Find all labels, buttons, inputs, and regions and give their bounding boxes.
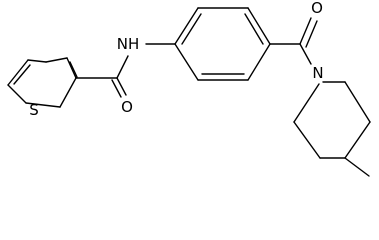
bond [344, 121, 371, 159]
bond [116, 77, 127, 96]
bond [111, 79, 122, 98]
bond [66, 57, 77, 79]
bond [174, 7, 199, 45]
bond [13, 64, 31, 85]
thiophene-ring [7, 57, 78, 108]
bond [293, 83, 320, 123]
bond [299, 17, 312, 45]
bond [25, 102, 61, 108]
bond [181, 13, 202, 45]
piperidine-ring [293, 81, 371, 159]
bond [27, 59, 47, 63]
bond [7, 59, 29, 86]
bond [7, 84, 27, 104]
benzene-ring [174, 7, 271, 81]
bond [247, 43, 271, 81]
molecule-structure: S O NH O N [7, 0, 371, 177]
amide-nitrogen-label: NH [117, 35, 140, 53]
bond [247, 7, 271, 45]
bond [244, 13, 264, 45]
bond [69, 61, 78, 78]
bond [116, 55, 129, 79]
ketone-oxygen-label: O [311, 0, 323, 17]
bond [174, 43, 199, 81]
bond [59, 77, 77, 108]
amide-oxygen-label: O [121, 98, 133, 116]
bond [305, 20, 318, 48]
bond [293, 121, 321, 159]
bond [45, 57, 68, 63]
sulfur-label: S [29, 101, 39, 119]
bond [344, 157, 370, 177]
bond [344, 81, 371, 123]
piperidine-nitrogen-label: N [312, 64, 323, 82]
bond [299, 43, 312, 65]
